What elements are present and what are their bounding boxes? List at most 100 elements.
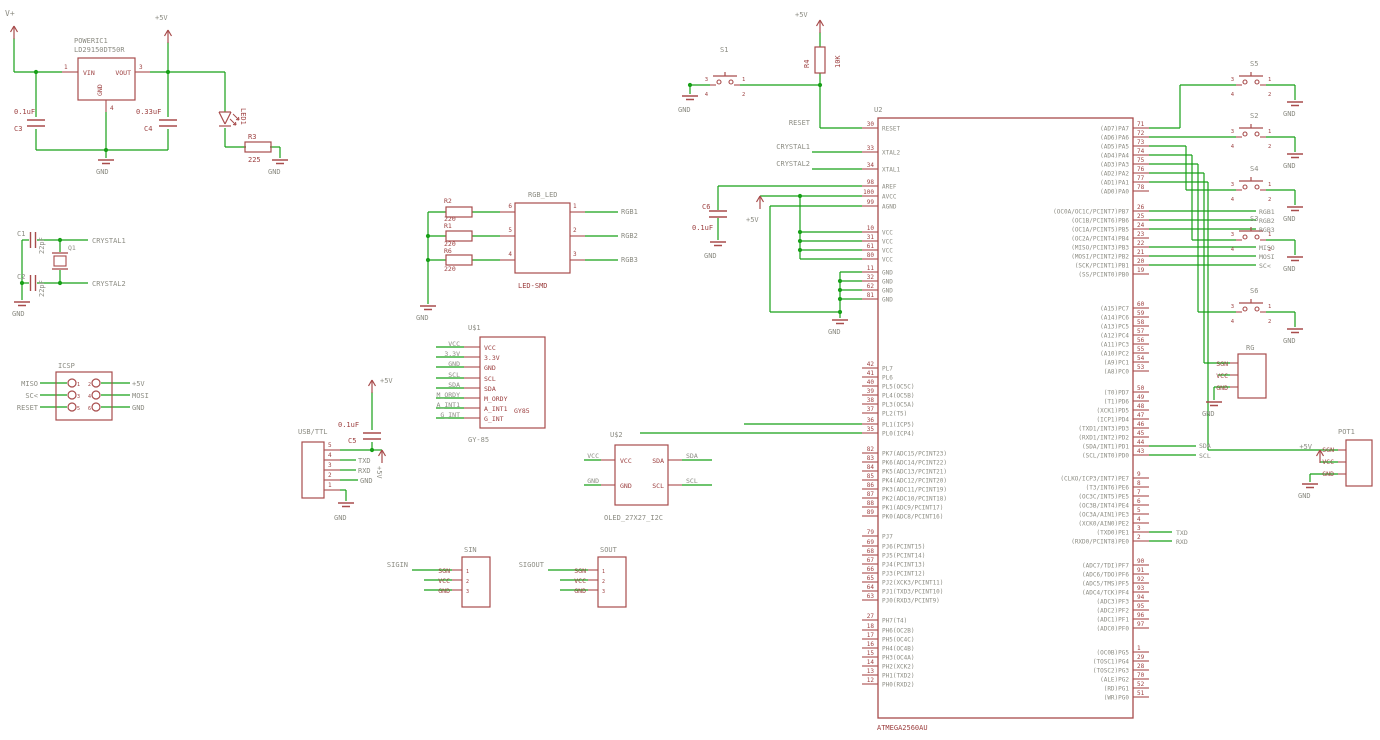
switch-s1-pin: 1 <box>742 77 745 83</box>
u2-pin-label: (SS/PCINT0)PB0 <box>1078 272 1129 279</box>
vcc-arrow <box>371 379 377 387</box>
switch-s5 <box>1254 79 1260 85</box>
label: RGB2 <box>621 232 638 240</box>
u2-pin-label: PH5(OC4C) <box>882 637 915 644</box>
label: 2 <box>602 579 605 585</box>
u2-pin-number: 27 <box>867 613 875 620</box>
u2-pin-number: 11 <box>867 265 875 272</box>
u2-pin-label: PH0(RXD2) <box>882 682 915 689</box>
u2-pin-label: (ICP1)PD4 <box>1096 417 1129 424</box>
u2-pin-number: 35 <box>867 426 875 433</box>
label: VCC <box>1216 372 1228 380</box>
u2-pin-number: 47 <box>1137 412 1145 419</box>
switch-s1 <box>716 79 722 85</box>
u2-pin-label: (A14)PC6 <box>1100 315 1129 322</box>
label: GND <box>132 404 145 412</box>
part-name-gy85: U$1 <box>468 324 481 332</box>
label: GND <box>448 360 460 368</box>
u2-pin-number: 16 <box>867 641 875 648</box>
u2-pin-number: 97 <box>1137 621 1145 628</box>
label: GND <box>360 477 373 485</box>
u2-pin-number: 62 <box>867 283 875 290</box>
label: 1 <box>602 569 605 575</box>
label: SCL <box>484 375 496 383</box>
label: G_INT <box>484 415 504 423</box>
part-name-oled: U$2 <box>610 431 623 439</box>
label: 0.33uF <box>136 108 161 116</box>
label: C1 <box>17 230 25 238</box>
junction-dot <box>57 237 63 243</box>
label: +5V <box>1299 443 1312 451</box>
switch-s4-pin: 1 <box>1268 182 1271 188</box>
u2-pin-label: (T3/INT6)PE6 <box>1086 485 1130 492</box>
u2-pin-label: (A10)PC2 <box>1100 351 1129 358</box>
label: 3.3V <box>484 354 500 362</box>
u2-pin-label: PK3(ADC11/PCINT19) <box>882 487 947 494</box>
label: GND <box>620 482 632 490</box>
icsp-pad <box>67 378 77 388</box>
vcc-arrow <box>815 19 821 27</box>
label: 3 <box>466 589 469 595</box>
label: SIGOUT <box>519 561 545 569</box>
u2-pin-label: (MOSI/PCINT2)PB2 <box>1071 254 1129 261</box>
label: RGB3 <box>621 256 638 264</box>
junction-dot <box>103 147 109 153</box>
vcc-arrow <box>167 29 173 37</box>
junction-dot <box>797 193 803 199</box>
u2-pin-label: (ADC4/TCK)PF4 <box>1082 590 1129 597</box>
label: +5V <box>746 216 759 224</box>
label: A_INT1 <box>437 401 461 409</box>
u2-pin-number: 64 <box>867 584 875 591</box>
label: GND <box>1298 492 1311 500</box>
label: MOSI <box>132 392 149 400</box>
u2-pin-number: 42 <box>867 361 875 368</box>
u2-pin-label: (OC0B)PG5 <box>1096 650 1129 657</box>
vcc-arrow <box>13 25 19 33</box>
vcc-arrow <box>377 449 383 457</box>
label: R2 <box>444 197 452 205</box>
label: GND <box>828 328 841 336</box>
label: RGB3 <box>1259 226 1275 234</box>
u2-pin-number: 21 <box>1137 249 1145 256</box>
vcc-arrow <box>819 19 825 27</box>
label: GND <box>96 84 104 96</box>
u2-pin-label: VCC <box>882 257 893 264</box>
u2-pin-number: 68 <box>867 548 875 555</box>
u2-pin-number: 36 <box>867 417 875 424</box>
label: SC< <box>1259 262 1271 270</box>
net-vplus: V+ <box>5 9 15 18</box>
u2-pin-number: 84 <box>867 464 875 471</box>
u2-pin-label: (OC0A/OC1C/PCINT7)PB7 <box>1053 209 1129 216</box>
label: 3 <box>573 251 577 258</box>
label: +5V <box>795 11 808 19</box>
junction-dot <box>837 296 843 302</box>
u2-pin-label: PL3(OC5A) <box>882 402 915 409</box>
u2-pin-number: 48 <box>1137 403 1145 410</box>
switch-s6 <box>1242 306 1248 312</box>
label: SIGIN <box>387 561 408 569</box>
u2-pin-number: 30 <box>867 121 875 128</box>
u2-pin-label: (ADC5/TMS)PF5 <box>1082 581 1129 588</box>
junction-dot <box>57 280 63 286</box>
label: 1 <box>77 382 80 388</box>
label: VIN <box>83 69 95 77</box>
label: MISO <box>1259 244 1275 252</box>
u2-pin-label: (A12)PC4 <box>1100 333 1129 340</box>
u2-pin-number: 90 <box>1137 558 1145 565</box>
part-name-sin: SIN <box>464 546 477 554</box>
label: 5 <box>77 406 80 412</box>
u2-pin-label: XTAL2 <box>882 150 900 157</box>
label: GND <box>1283 162 1296 170</box>
u2-pin-number: 80 <box>867 252 875 259</box>
label: 2 <box>328 472 332 479</box>
label: M_ORDY <box>437 391 461 399</box>
u2-pin-label: (TXD1/INT3)PD3 <box>1078 426 1129 433</box>
u2-pin-number: 6 <box>1137 498 1141 505</box>
label: GND <box>12 310 25 318</box>
u2-pin-label: (OC3A/AIN1)PE3 <box>1078 512 1129 519</box>
label: 4 <box>110 105 114 112</box>
u2-pin-number: 55 <box>1137 346 1145 353</box>
u2-pin-label: (AD2)PA2 <box>1100 171 1129 178</box>
label: SCL <box>652 482 664 490</box>
vcc-arrow <box>163 29 169 37</box>
